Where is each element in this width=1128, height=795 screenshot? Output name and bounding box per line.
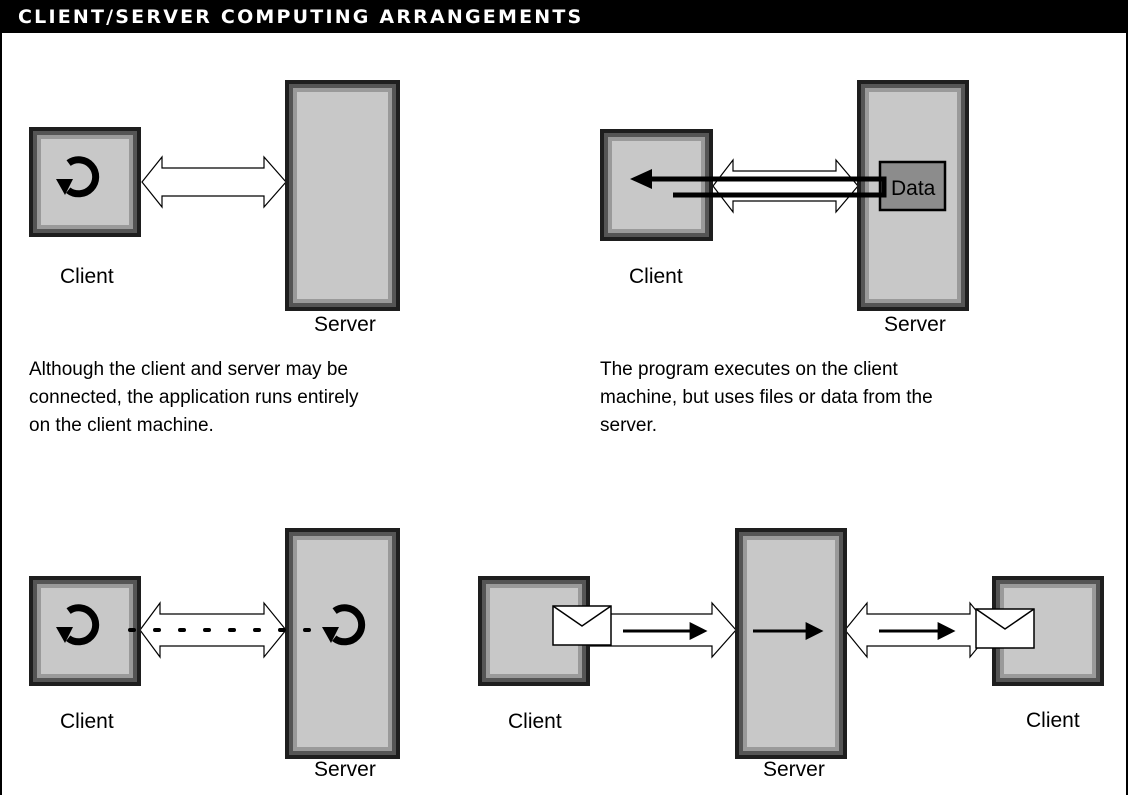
data-flow-arrowhead [630,169,652,189]
panel-3: Client Server [29,528,400,781]
caption-panel-1: Although the client and server may be co… [29,359,359,436]
client-label: Client [629,265,683,288]
client-left-label: Client [508,710,562,733]
server-machine [285,528,400,759]
server-machine [735,528,847,759]
envelope-icon [552,605,612,646]
figure-title: CLIENT/SERVER COMPUTING ARRANGEMENTS [18,6,584,28]
panel-1: Client Server [29,80,400,336]
program-cycle-icon [56,604,100,646]
caption-panel-2: The program executes on the client machi… [600,359,933,436]
client-label: Client [60,710,114,733]
title-bar: CLIENT/SERVER COMPUTING ARRANGEMENTS [2,0,1128,33]
server-label: Server [314,758,376,781]
connection-arrow [141,155,287,209]
connection-arrow [712,158,859,214]
client-machine [29,127,141,237]
client-machine [29,576,141,686]
server-label: Server [314,313,376,336]
panel-2: Data Client Server [600,80,969,336]
envelope-icon [975,608,1035,649]
client-right-label: Client [1026,709,1080,732]
client-label: Client [60,265,114,288]
program-cycle-icon [56,156,100,198]
client-machine [600,129,713,241]
server-label: Server [884,313,946,336]
panel-4: Client Server Client [478,528,1104,781]
program-cycle-icon [322,604,366,646]
connection-arrow [139,601,287,659]
server-machine [285,80,400,311]
data-flow-arrow [650,176,887,198]
data-box: Data [878,160,947,212]
data-label: Data [891,177,936,200]
server-label: Server [763,758,825,781]
